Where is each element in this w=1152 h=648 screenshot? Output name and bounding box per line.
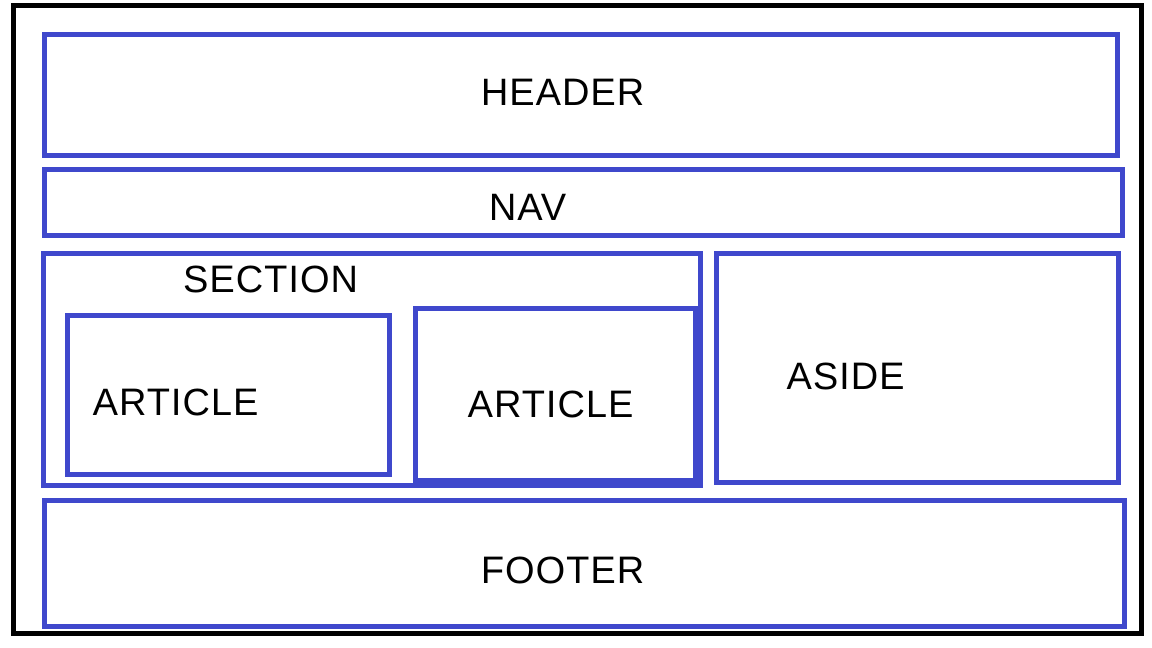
footer-box: FOOTER	[42, 498, 1127, 629]
section-box: SECTION ARTICLE ARTICLE	[41, 251, 703, 488]
page-frame: HEADER NAV SECTION ARTICLE ARTICLE ASIDE…	[11, 3, 1144, 636]
article-label-2: ARTICLE	[467, 384, 635, 426]
aside-box: ASIDE	[714, 251, 1121, 485]
footer-label: FOOTER	[480, 550, 646, 592]
article-label-1: ARTICLE	[92, 382, 260, 424]
header-label: HEADER	[480, 72, 646, 114]
article-box-1: ARTICLE	[65, 313, 392, 477]
nav-label: NAV	[488, 187, 568, 229]
nav-box: NAV	[42, 167, 1125, 238]
section-label: SECTION	[183, 259, 359, 301]
article-box-2: ARTICLE	[413, 306, 698, 483]
header-box: HEADER	[42, 32, 1120, 158]
aside-label: ASIDE	[786, 356, 906, 398]
